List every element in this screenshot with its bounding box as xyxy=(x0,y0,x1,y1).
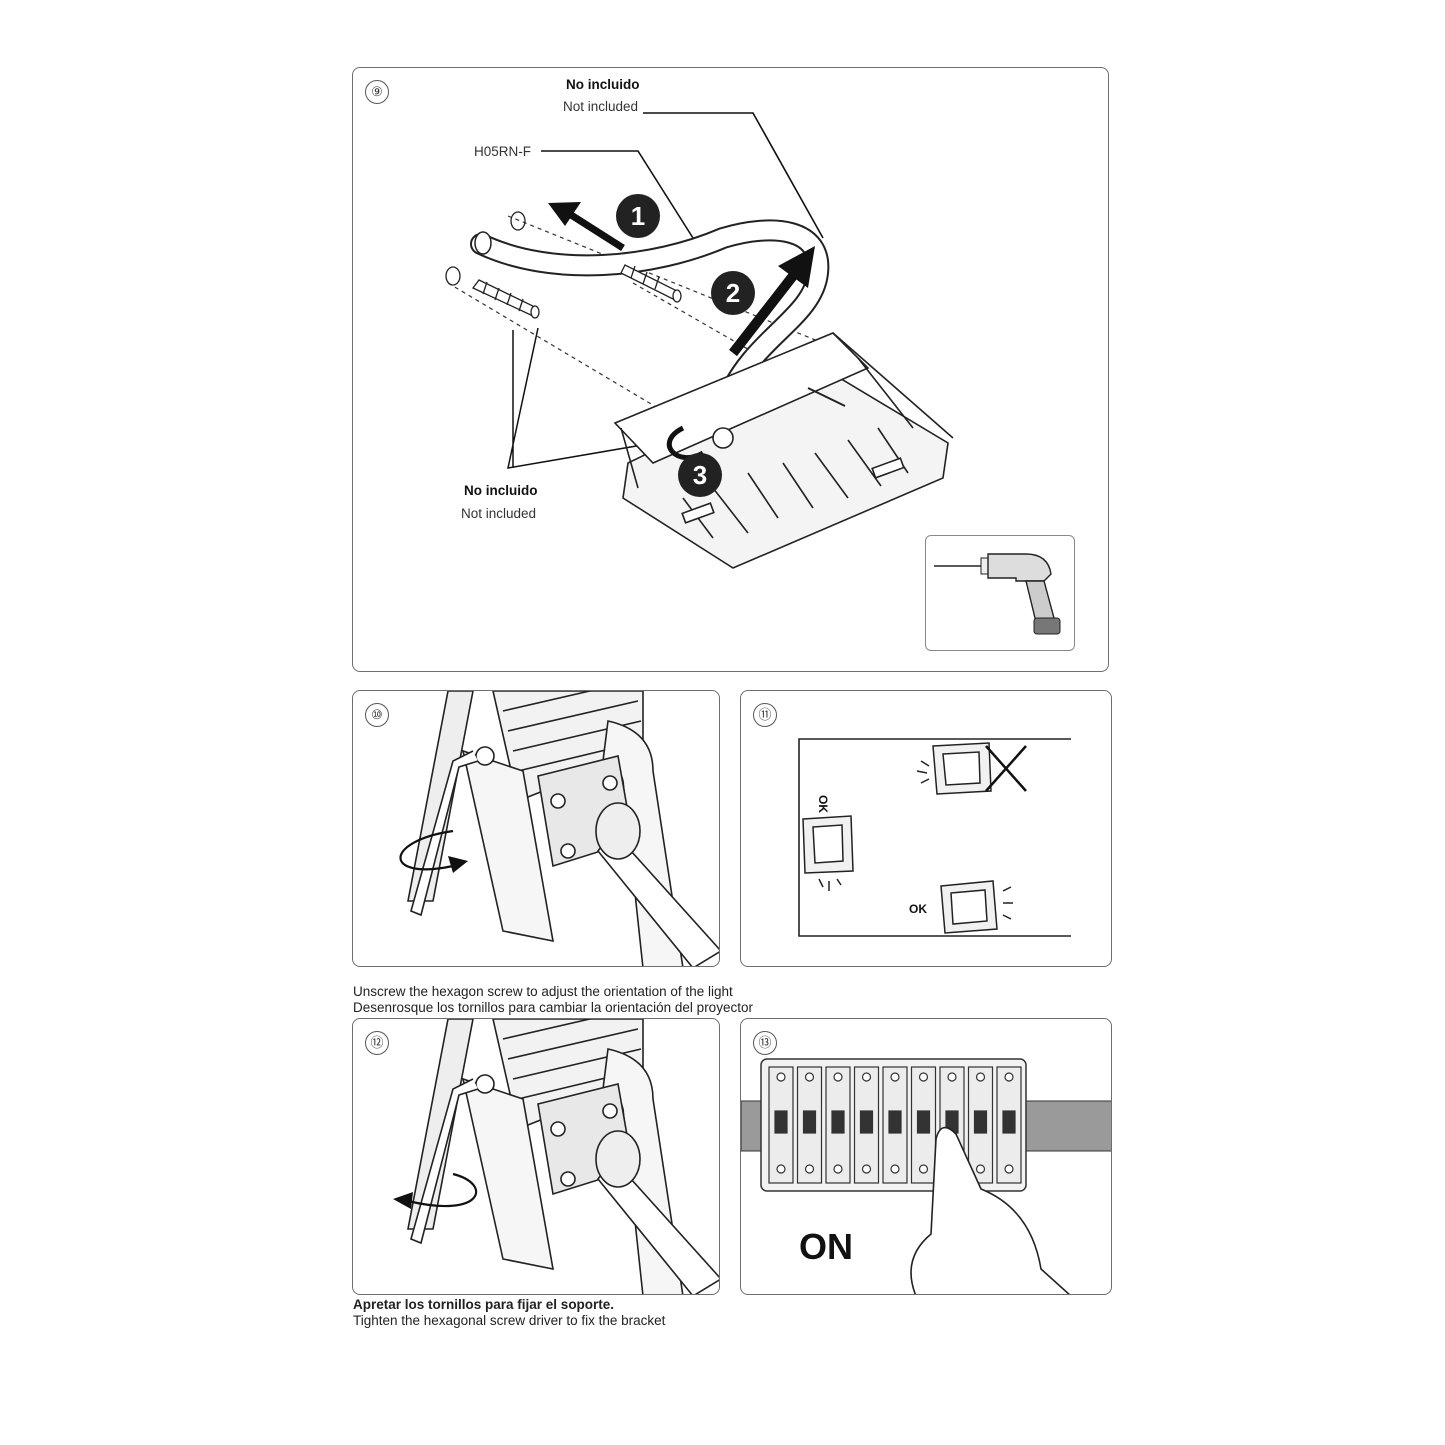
caption-adjust-en: Unscrew the hexagon screw to adjust the … xyxy=(353,984,733,999)
marker-3 xyxy=(678,453,722,497)
breaker-screw xyxy=(804,1164,815,1174)
breaker-screw xyxy=(890,1072,900,1082)
caption-adjust-orientation: Unscrew the hexagon screw to adjust the … xyxy=(353,984,753,1016)
caption-adjust-es: Desenrosque los tornillos para cambiar l… xyxy=(353,1000,753,1015)
wall-plug xyxy=(620,264,682,303)
circuit-breaker-illustration: ON xyxy=(741,1058,1111,1294)
rotate-arrow xyxy=(407,1172,478,1208)
drill-inset xyxy=(925,535,1075,651)
panel-step-11: ⑪ OK OK xyxy=(740,690,1112,967)
light-wrong xyxy=(916,742,992,795)
breaker-screw xyxy=(861,1164,872,1174)
breaker-screw xyxy=(861,1072,872,1082)
ok-label-left: OK xyxy=(816,795,830,813)
breaker-toggle xyxy=(1002,1110,1016,1134)
wall-plug xyxy=(471,279,540,319)
breaker-screw xyxy=(918,1072,929,1082)
label-not-included-top-es: No incluido xyxy=(566,77,640,92)
mounting-orientation-illustration: OK OK xyxy=(798,738,1071,937)
marker-2-text: 2 xyxy=(726,278,740,308)
pointing-hand xyxy=(910,1126,1070,1294)
ok-label-bottom: OK xyxy=(909,902,927,916)
wall-mount-illustration: 1 2 3 xyxy=(445,112,954,569)
breaker-screw xyxy=(975,1164,986,1174)
breaker-toggle xyxy=(888,1110,902,1134)
label-not-included-bottom-es: No incluido xyxy=(464,483,538,498)
step-number-10: ⑩ xyxy=(365,703,389,727)
light-ok-left xyxy=(802,815,854,891)
breaker-screw xyxy=(947,1072,957,1082)
caption-tighten-es: Apretar los tornillos para fijar el sopo… xyxy=(353,1297,615,1312)
floodlight xyxy=(613,332,954,569)
wall-outline xyxy=(798,738,1071,937)
breaker-toggle xyxy=(859,1110,874,1134)
leader-line-top xyxy=(643,112,824,239)
wall-hole xyxy=(445,266,461,286)
breaker-toggle xyxy=(973,1110,988,1134)
label-not-included-bottom-en: Not included xyxy=(461,506,537,521)
marker-1 xyxy=(616,194,660,238)
bracket-tighten-illustration xyxy=(393,1019,719,1294)
leader-line-bottom xyxy=(507,327,684,469)
panel-step-10: ⑩ xyxy=(352,690,720,967)
arrow-2 xyxy=(729,259,807,357)
breaker-toggle xyxy=(831,1110,845,1134)
breaker-module xyxy=(996,1066,1022,1184)
light-ok-bottom xyxy=(940,880,1013,934)
breaker-toggle xyxy=(916,1110,931,1134)
breaker-screw xyxy=(890,1164,900,1174)
step-number-13: ⑬ xyxy=(753,1031,777,1055)
rotate-arrow xyxy=(399,829,454,871)
leader-line-cable xyxy=(541,150,694,239)
breaker-screw xyxy=(833,1072,843,1082)
bracket-unscrew-illustration xyxy=(399,691,719,966)
label-not-included-top-en: Not included xyxy=(563,99,639,114)
step-number-11: ⑪ xyxy=(753,703,777,727)
drill-icon xyxy=(934,553,1061,635)
panel-step-9: ⑨ xyxy=(352,67,1109,672)
breaker-screw xyxy=(975,1072,986,1082)
panel-step-13: ⑬ ON xyxy=(740,1018,1112,1295)
breaker-toggle xyxy=(802,1110,817,1134)
step-number-9: ⑨ xyxy=(365,80,389,104)
breaker-screw xyxy=(804,1072,815,1082)
breakers xyxy=(768,1066,1022,1184)
breaker-toggle xyxy=(774,1110,788,1134)
panel-step-12: ⑫ xyxy=(352,1018,720,1295)
breaker-screw xyxy=(776,1072,786,1082)
caption-tighten: Apretar los tornillos para fijar el sopo… xyxy=(353,1297,665,1329)
wall-hole xyxy=(510,211,526,231)
breaker-screw xyxy=(918,1164,929,1174)
label-cable-type: H05RN-F xyxy=(474,144,532,159)
marker-2 xyxy=(711,271,755,315)
step-number-12: ⑫ xyxy=(365,1031,389,1055)
cross-mark-icon xyxy=(985,745,1027,792)
marker-1-text: 1 xyxy=(631,201,645,231)
breaker-module xyxy=(796,1066,823,1184)
breaker-screw xyxy=(833,1164,843,1174)
breaker-screw xyxy=(1004,1072,1014,1082)
marker-3-text: 3 xyxy=(693,460,707,490)
on-label: ON xyxy=(799,1226,853,1267)
breaker-screw xyxy=(776,1164,786,1174)
breaker-screw xyxy=(1004,1164,1014,1174)
arrow-1 xyxy=(566,210,625,251)
caption-tighten-en: Tighten the hexagonal screw driver to fi… xyxy=(353,1313,666,1328)
